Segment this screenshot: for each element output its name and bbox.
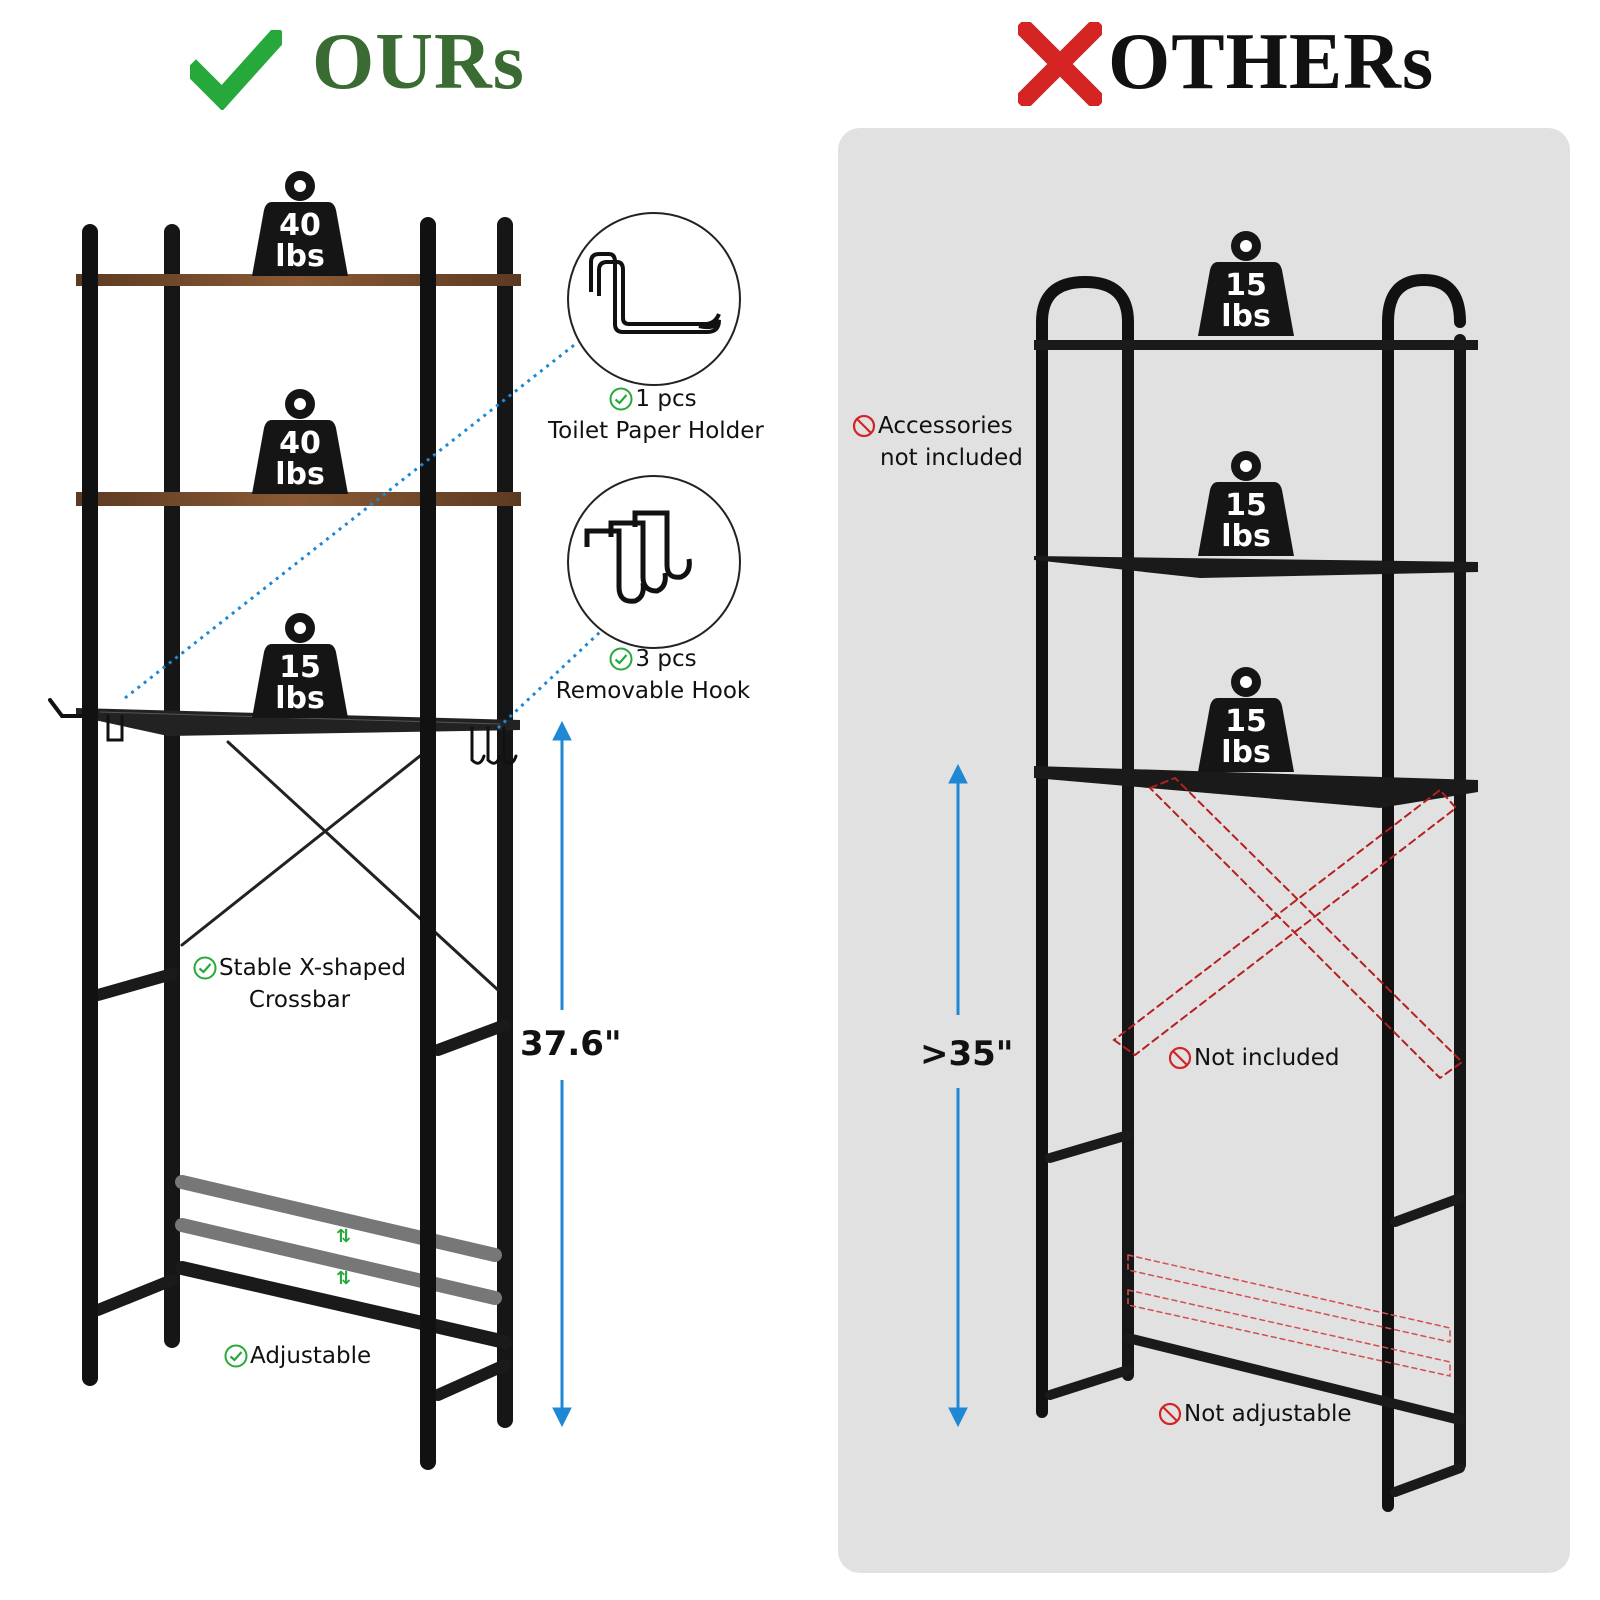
crossbar-line2: Crossbar — [248, 987, 351, 1013]
others-height-arrow — [948, 763, 968, 1428]
weight-icon — [1198, 451, 1294, 556]
removable-hook-label: 3 pcs Removable Hook — [548, 643, 758, 707]
weight-value: 15 — [1225, 488, 1267, 523]
weight-unit: lbs — [275, 681, 325, 716]
check-circle-icon — [224, 1344, 248, 1368]
accessories-line1: Accessories — [878, 413, 1013, 439]
callout-line-toilet-paper — [124, 340, 579, 700]
weight-unit: lbs — [1221, 735, 1271, 770]
toilet-paper-holder-label: 1 pcs Toilet Paper Holder — [548, 383, 764, 447]
accessories-line2: not included — [880, 445, 1023, 471]
weight-value: 40 — [279, 208, 321, 243]
check-circle-icon — [193, 956, 217, 980]
others-height-label: >35" — [920, 1034, 1014, 1074]
not-adjustable-label: Not adjustable — [1158, 1398, 1352, 1430]
toilet-paper-holder-icon — [589, 252, 721, 334]
toilet-paper-name: Toilet Paper Holder — [548, 418, 764, 444]
crossbar-label: Stable X-shaped Crossbar — [192, 952, 407, 1016]
weight-icon — [1198, 667, 1294, 772]
check-icon — [190, 30, 282, 110]
weight-value: 40 — [279, 426, 321, 461]
weight-icon — [252, 613, 348, 718]
others-shelf — [1034, 273, 1478, 1512]
removable-hooks-image — [567, 475, 741, 649]
check-circle-icon — [609, 647, 633, 671]
adjust-arrow-icon: ⇅ — [336, 1226, 352, 1247]
crossbar-line1: Stable X-shaped — [218, 955, 407, 981]
prohibited-icon — [1158, 1402, 1182, 1426]
weight-value: 15 — [1225, 268, 1267, 303]
ours-height-arrow — [552, 720, 572, 1428]
weight-unit: lbs — [1221, 519, 1271, 554]
cross-icon — [1018, 22, 1102, 106]
weight-value: 15 — [279, 650, 321, 685]
hook-name: Removable Hook — [555, 678, 751, 704]
others-title: OTHERs — [1108, 18, 1435, 106]
weight-value: 15 — [1225, 704, 1267, 739]
weight-icon — [1198, 231, 1294, 336]
hook-qty: 3 pcs — [635, 646, 697, 672]
weight-icon — [252, 389, 348, 494]
crossbar-not-included-label: Not included — [1168, 1042, 1340, 1074]
ours-title: OURs — [312, 18, 525, 106]
toilet-paper-qty: 1 pcs — [635, 386, 697, 412]
accessories-label: Accessories not included — [852, 410, 1023, 474]
adjustable-label: Adjustable — [224, 1340, 371, 1372]
weight-unit: lbs — [275, 457, 325, 492]
toilet-paper-holder-image — [567, 212, 741, 386]
others-panel — [838, 128, 1570, 1573]
hooks-icon — [584, 510, 692, 604]
check-circle-icon — [609, 387, 633, 411]
adjust-arrow-icon: ⇅ — [336, 1268, 352, 1289]
weight-icon — [252, 171, 348, 276]
prohibited-icon — [1168, 1046, 1192, 1070]
weight-unit: lbs — [275, 239, 325, 274]
ours-shelf — [48, 217, 521, 1470]
weight-unit: lbs — [1221, 299, 1271, 334]
prohibited-icon — [852, 414, 876, 438]
ours-height-label: 37.6" — [520, 1024, 622, 1064]
